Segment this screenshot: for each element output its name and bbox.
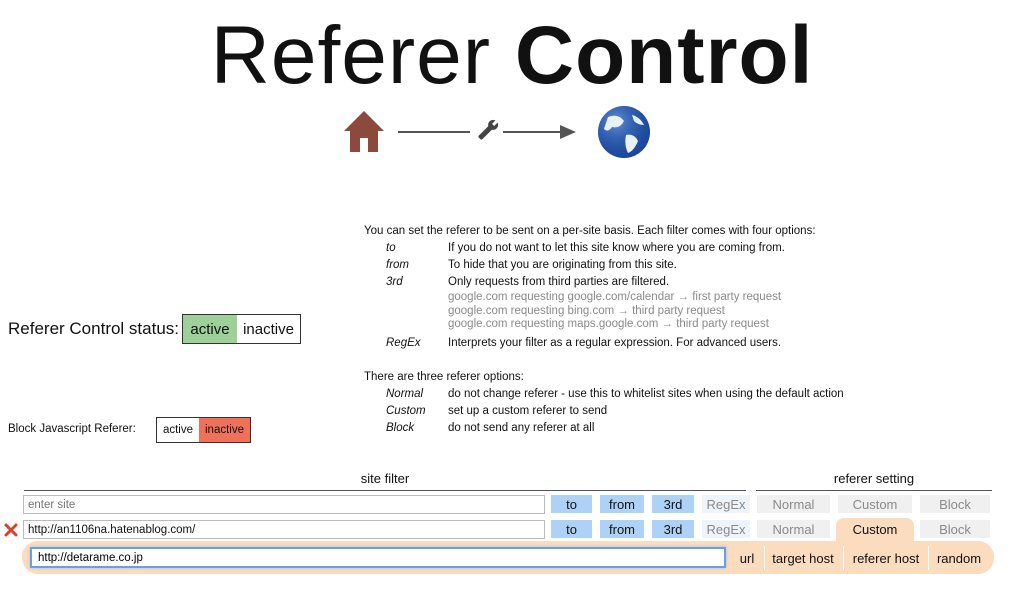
status-label: Referer Control status:	[8, 319, 180, 338]
custom-button-selected[interactable]: Custom	[836, 518, 914, 544]
help-example: google.com requesting maps.google.com → …	[448, 318, 769, 330]
js-block-inactive-button[interactable]: inactive	[199, 418, 250, 442]
title-bold: Control	[514, 10, 814, 101]
new-regex-button[interactable]: RegEx	[702, 495, 750, 513]
new-site-input[interactable]	[23, 495, 545, 514]
regex-button[interactable]: RegEx	[702, 520, 750, 538]
divider	[843, 546, 844, 570]
help-example: google.com requesting bing.com → third p…	[448, 304, 725, 317]
help-intro2: There are three referer options:	[364, 370, 524, 383]
block-button[interactable]: Block	[920, 520, 990, 538]
house-icon	[344, 111, 384, 152]
site-filter-rule	[24, 490, 746, 491]
new-custom-button[interactable]: Custom	[838, 495, 912, 513]
status-toggle: active inactive	[182, 314, 301, 344]
from-button[interactable]: from	[600, 520, 644, 538]
option-referer-host[interactable]: referer host	[852, 550, 920, 566]
normal-button[interactable]: Normal	[757, 520, 830, 538]
3rd-button[interactable]: 3rd	[652, 520, 694, 538]
custom-referer-input[interactable]	[30, 547, 726, 568]
new-to-button[interactable]: to	[551, 495, 592, 513]
new-normal-button[interactable]: Normal	[757, 495, 830, 513]
site-filter-header: site filter	[360, 471, 410, 486]
referer-setting-header: referer setting	[833, 471, 915, 486]
help-example: google.com requesting google.com/calenda…	[448, 291, 782, 303]
new-3rd-button[interactable]: 3rd	[652, 495, 694, 513]
new-from-button[interactable]: from	[600, 495, 644, 513]
wrench-icon	[478, 119, 499, 140]
referer-setting-rule	[756, 490, 992, 491]
option-url[interactable]: url	[739, 550, 755, 566]
help-text: You can set the referer to be sent on a …	[364, 223, 884, 437]
option-target-host[interactable]: target host	[772, 550, 834, 566]
arrow-line-icon	[398, 125, 576, 139]
new-block-button[interactable]: Block	[920, 495, 990, 513]
to-button[interactable]: to	[551, 520, 592, 538]
app-title: Referer Control	[0, 8, 1024, 104]
site-field[interactable]: http://an1106na.hatenablog.com/	[23, 520, 545, 539]
delete-icon[interactable]	[4, 523, 18, 537]
js-block-toggle: active inactive	[156, 417, 251, 443]
divider	[928, 546, 929, 570]
status-inactive-button[interactable]: inactive	[243, 320, 294, 338]
globe-icon	[598, 106, 650, 158]
status-active-button[interactable]: active	[183, 315, 237, 343]
divider	[764, 546, 765, 570]
help-intro: You can set the referer to be sent on a …	[364, 225, 816, 237]
logo-graphic	[344, 106, 650, 158]
js-block-label: Block Javascript Referer:	[8, 423, 136, 435]
title-light: Referer	[210, 10, 492, 101]
option-random[interactable]: random	[936, 550, 982, 566]
js-block-active-button[interactable]: active	[162, 424, 194, 436]
